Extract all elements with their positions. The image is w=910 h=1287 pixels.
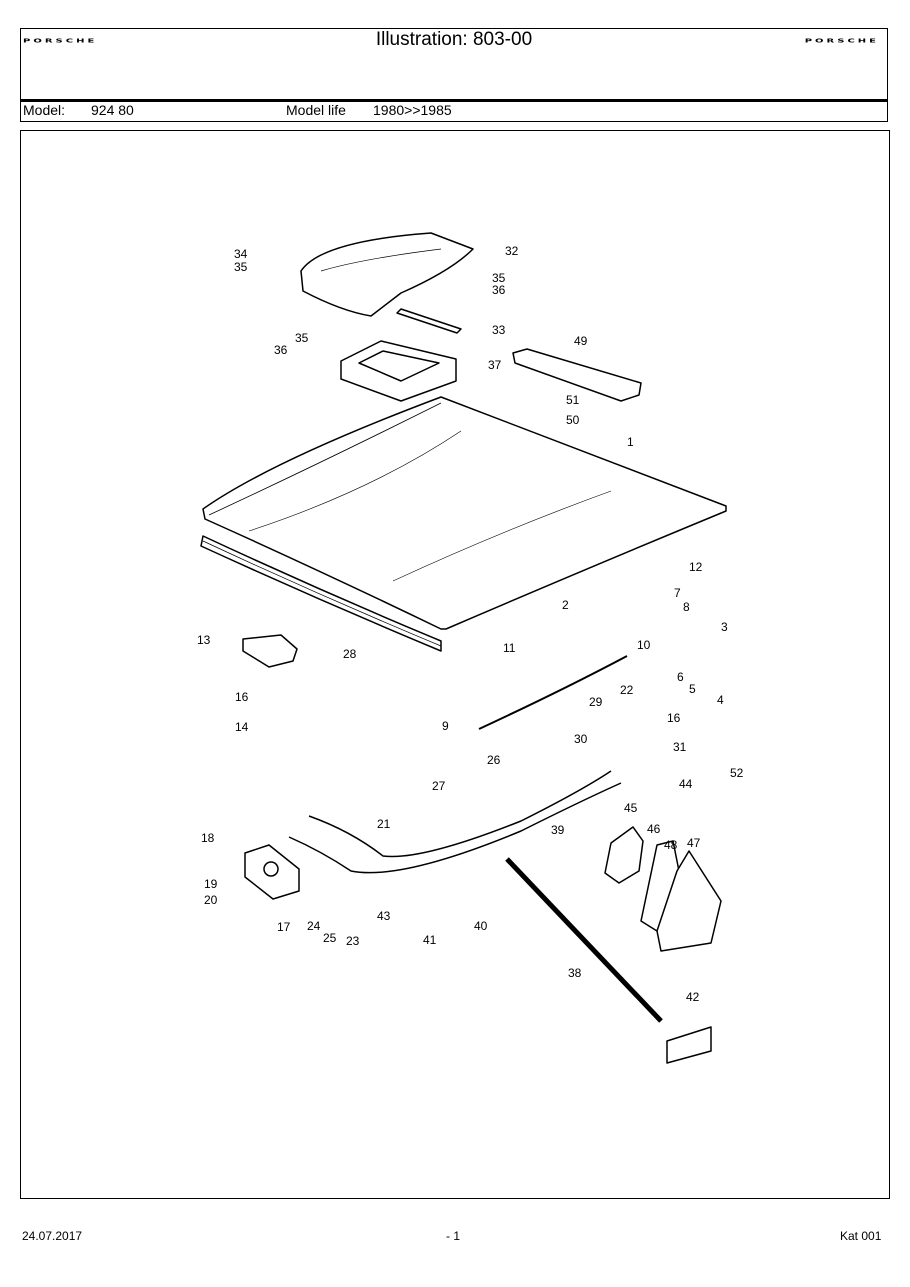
callout-4: 4 bbox=[717, 693, 724, 707]
callout-44: 44 bbox=[679, 777, 693, 791]
callout-22: 22 bbox=[620, 683, 634, 697]
callout-50: 50 bbox=[566, 413, 580, 427]
footer-page: - 1 bbox=[446, 1229, 461, 1243]
model-life-label: Model life bbox=[286, 102, 346, 118]
callout-23: 23 bbox=[346, 934, 360, 948]
callout-49: 49 bbox=[574, 334, 588, 348]
callout-40: 40 bbox=[474, 919, 488, 933]
callout-18: 18 bbox=[201, 831, 215, 845]
callout-45: 45 bbox=[624, 801, 638, 815]
callout-3: 3 bbox=[721, 620, 728, 634]
callout-12: 12 bbox=[689, 560, 703, 574]
callout-24: 24 bbox=[307, 919, 321, 933]
callout-32: 32 bbox=[505, 244, 519, 258]
callout-36: 36 bbox=[274, 343, 288, 357]
callout-9: 9 bbox=[442, 719, 449, 733]
callout-52: 52 bbox=[730, 766, 744, 780]
header-frame: PORSCHE Illustration: 803-00 PORSCHE Mod… bbox=[20, 28, 888, 122]
porsche-logo-right: PORSCHE bbox=[804, 38, 879, 45]
callout-42: 42 bbox=[686, 990, 700, 1004]
callout-1: 1 bbox=[627, 435, 634, 449]
header-divider bbox=[21, 99, 887, 102]
callout-43: 43 bbox=[377, 909, 391, 923]
callout-34: 34 bbox=[234, 247, 248, 261]
callout-36: 36 bbox=[492, 283, 506, 297]
illustration-title: Illustration: 803-00 bbox=[375, 29, 533, 50]
callout-33: 33 bbox=[492, 323, 506, 337]
callout-11: 11 bbox=[503, 641, 516, 655]
callout-41: 41 bbox=[423, 933, 437, 947]
footer-catalog: Kat 001 bbox=[840, 1229, 882, 1243]
callout-38: 38 bbox=[568, 966, 582, 980]
callout-16: 16 bbox=[667, 711, 681, 725]
porsche-logo-left: PORSCHE bbox=[23, 38, 98, 45]
callout-51: 51 bbox=[566, 393, 580, 407]
model-life-value: 1980>>1985 bbox=[373, 102, 452, 118]
callout-37: 37 bbox=[488, 358, 502, 372]
callout-13: 13 bbox=[197, 633, 211, 647]
callout-7: 7 bbox=[674, 586, 681, 600]
model-label: Model: bbox=[23, 102, 66, 118]
callout-39: 39 bbox=[551, 823, 565, 837]
model-value: 924 80 bbox=[91, 102, 134, 118]
callout-29: 29 bbox=[589, 695, 603, 709]
callout-31: 31 bbox=[673, 740, 687, 754]
callout-21: 21 bbox=[377, 817, 391, 831]
callout-16: 16 bbox=[235, 690, 249, 704]
callout-26: 26 bbox=[487, 753, 501, 767]
callout-25: 25 bbox=[323, 931, 337, 945]
callout-14: 14 bbox=[235, 720, 249, 734]
callout-10: 10 bbox=[637, 638, 651, 652]
callout-47: 47 bbox=[687, 836, 701, 850]
callout-17: 17 bbox=[277, 920, 291, 934]
callout-27: 27 bbox=[432, 779, 446, 793]
callout-19: 19 bbox=[204, 877, 218, 891]
footer-date: 24.07.2017 bbox=[22, 1229, 83, 1243]
callout-30: 30 bbox=[574, 732, 588, 746]
callout-20: 20 bbox=[204, 893, 218, 907]
callout-46: 46 bbox=[647, 822, 661, 836]
callout-5: 5 bbox=[689, 682, 696, 696]
callout-35: 35 bbox=[295, 331, 309, 345]
callout-48: 48 bbox=[664, 838, 678, 852]
callout-6: 6 bbox=[677, 670, 684, 684]
callout-2: 2 bbox=[562, 598, 569, 612]
callout-8: 8 bbox=[683, 600, 690, 614]
callout-35: 35 bbox=[492, 271, 506, 285]
callout-35: 35 bbox=[234, 260, 248, 274]
callout-28: 28 bbox=[343, 647, 357, 661]
